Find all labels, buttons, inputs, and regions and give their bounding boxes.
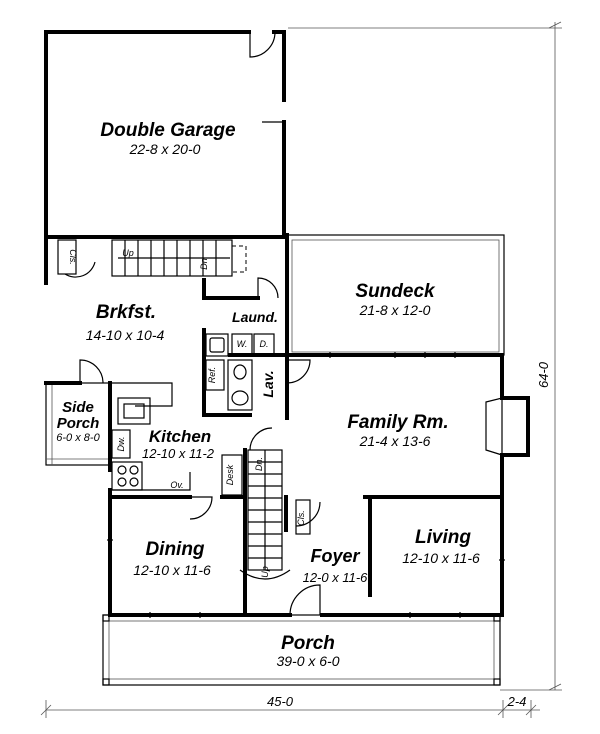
foyer-stair [239,449,311,580]
dining-dim: 12-10 x 11-6 [133,562,211,578]
kitchen-name: Kitchen [149,427,211,446]
fixture-labels: Cls. Up Dn W. D. Ref. Dw. Ov. Desk Dn. C… [68,248,306,578]
oven-label: Ov. [170,480,183,490]
dimension-lines [40,21,562,718]
breakfast-name: Brkfst. [96,302,156,323]
closet-foyer-label: Cls. [296,510,306,526]
breakfast-dim: 14-10 x 10-4 [86,327,165,343]
room-labels: Double Garage 22-8 x 20-0 Sundeck 21-8 x… [56,120,480,669]
foyer-name: Foyer [310,546,360,566]
dimension-labels: 45-0 64-0 2-4 [267,361,551,709]
upper-stair [57,239,247,277]
stair-up-foyer-label: Up [260,566,270,578]
stair-dn-upper-label: Dn [199,258,209,270]
doors [64,31,321,616]
stair-up-upper-label: Up [122,248,134,258]
side-porch-name-1: Side [62,399,94,416]
sundeck-name: Sundeck [355,281,436,302]
washer-label: W. [237,339,248,349]
family-dim: 21-4 x 13-6 [359,433,431,449]
sundeck-dim: 21-8 x 12-0 [359,302,431,318]
porch-dim: 39-0 x 6-0 [276,653,339,669]
porch-area [102,614,501,686]
side-porch-dim: 6-0 x 8-0 [56,432,100,444]
lav-name: Lav. [260,370,276,397]
closet-upper-label: Cls. [68,249,78,265]
garage-name: Double Garage [100,120,236,141]
kitchen-dim: 12-10 x 11-2 [142,446,215,461]
refrigerator-label: Ref. [207,367,217,384]
offset-dimension-label: 2-4 [507,694,527,709]
desk-label: Desk [225,464,235,485]
living-name: Living [415,527,471,548]
dining-name: Dining [145,539,204,560]
overall-depth-label: 64-0 [536,361,551,388]
walls [44,30,530,617]
window-ticks [107,352,505,618]
foyer-dim: 12-0 x 11-6 [303,570,369,585]
garage-dim: 22-8 x 20-0 [129,141,201,157]
dishwasher-label: Dw. [116,436,126,451]
side-porch-name-2: Porch [57,415,100,432]
laundry-name: Laund. [232,309,278,325]
dryer-label: D. [260,339,269,349]
family-name: Family Rm. [347,412,448,433]
porch-name: Porch [281,633,335,654]
fixtures [111,333,503,496]
living-dim: 12-10 x 11-6 [402,550,480,566]
overall-width-label: 45-0 [267,694,294,709]
stair-dn-foyer-label: Dn. [254,457,264,471]
